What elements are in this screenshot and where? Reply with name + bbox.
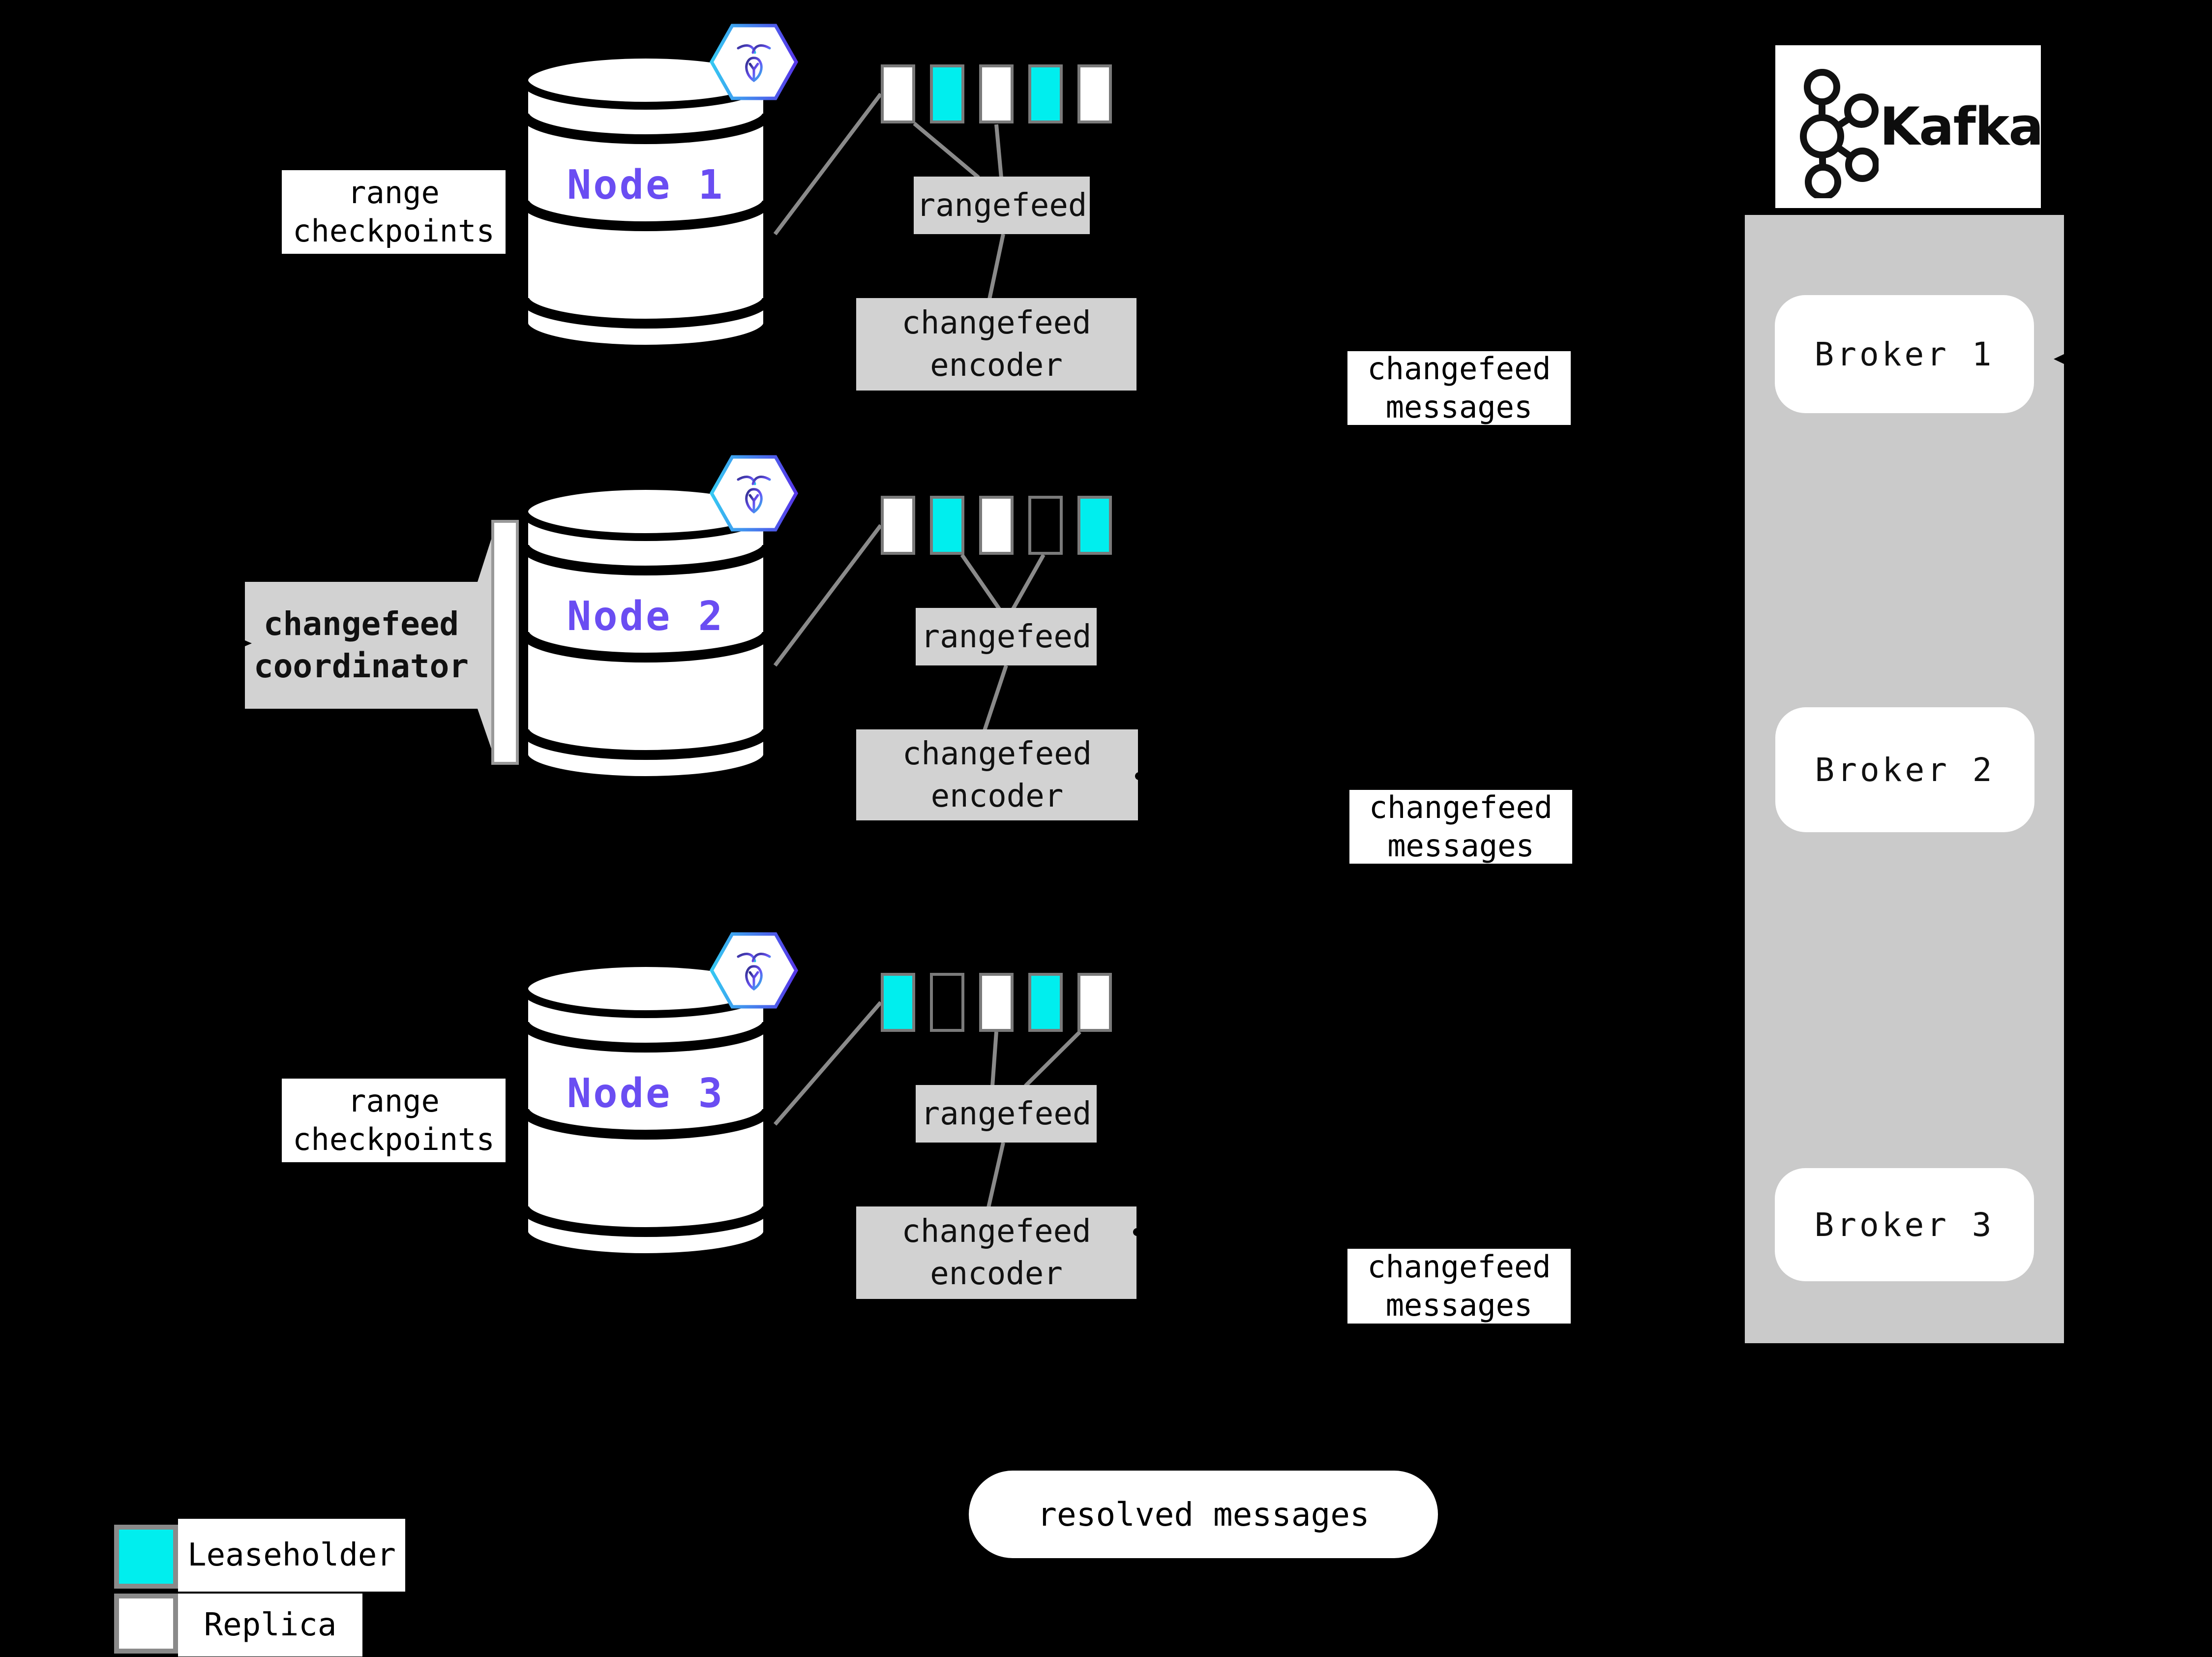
node1-range-squares [881, 64, 1112, 123]
node3-label: Node 3 [567, 1070, 725, 1117]
range-square-replica [1077, 64, 1112, 123]
range-checkpoints-line1: range [348, 1083, 440, 1119]
range-checkpoints-label-top: range checkpoints [282, 170, 506, 254]
node1-label: Node 1 [567, 161, 725, 209]
encoder-line2: encoder [930, 778, 1064, 814]
coordinator-callout-pointer [478, 525, 496, 761]
legend-leaseholder-swatch [114, 1525, 178, 1589]
node3-changefeed-encoder-box: changefeed encoder [856, 1206, 1136, 1299]
cockroachdb-icon [712, 934, 796, 1007]
encoder-line1: changefeed [901, 305, 1091, 341]
messages-line2: messages [1385, 389, 1533, 425]
range-square-leaseholder [1028, 973, 1063, 1032]
range-square-replica [979, 496, 1014, 555]
node1-rangefeed-box: rangefeed [914, 177, 1090, 234]
node3-rangefeed-box: rangefeed [916, 1085, 1097, 1143]
range-square-leaseholder [930, 496, 964, 555]
connector-lines-node3 [773, 1001, 1081, 1208]
encoder-line1: changefeed [902, 735, 1092, 772]
messages-line1: changefeed [1367, 1249, 1551, 1285]
coordinator-callout-strip [491, 520, 519, 765]
coordinator-line2: coordinator [253, 647, 469, 685]
connector-lines-node2 [773, 524, 1046, 731]
kafka-logo-box: Kafka [1775, 45, 2044, 208]
coordinator-line1: changefeed [263, 605, 459, 643]
range-square-replica [979, 973, 1014, 1032]
node1-changefeed-encoder-box: changefeed encoder [856, 298, 1136, 391]
changefeed-messages-label-2: changefeed messages [1349, 789, 1572, 864]
broker-1: Broker 1 [1775, 295, 2034, 413]
range-square-leaseholder [881, 973, 915, 1032]
node3-range-squares [881, 973, 1112, 1032]
encoder-line1: changefeed [901, 1213, 1091, 1250]
range-square-replica [881, 496, 915, 555]
kafka-logo-icon [1800, 69, 1879, 198]
range-square-empty [930, 973, 964, 1032]
legend-replica-swatch [114, 1594, 178, 1654]
range-checkpoints-line2: checkpoints [293, 1121, 495, 1157]
range-checkpoints-line1: range [348, 175, 440, 211]
changefeed-messages-label-1: changefeed messages [1347, 351, 1571, 425]
resolved-messages-pill: resolved messages [969, 1471, 1438, 1558]
broker-2: Broker 2 [1775, 707, 2034, 832]
legend-leaseholder-label: Leaseholder [178, 1519, 405, 1592]
range-checkpoints-label-bottom: range checkpoints [282, 1079, 506, 1162]
range-square-leaseholder [1028, 64, 1063, 123]
messages-line1: changefeed [1369, 789, 1553, 825]
messages-line2: messages [1387, 828, 1534, 864]
node2-rangefeed-box: rangefeed [916, 608, 1097, 665]
range-checkpoints-line2: checkpoints [293, 213, 495, 249]
cockroachdb-icon [712, 457, 796, 530]
range-square-empty [1028, 496, 1063, 555]
changefeed-coordinator-box: changefeed coordinator [245, 582, 478, 709]
range-square-replica [881, 64, 915, 123]
broker-3: Broker 3 [1775, 1168, 2034, 1281]
connector-lines-node1 [773, 92, 1005, 300]
range-square-leaseholder [930, 64, 964, 123]
changefeed-messages-label-3: changefeed messages [1347, 1249, 1571, 1324]
legend-replica-label: Replica [178, 1594, 362, 1657]
cockroachdb-icon [712, 26, 796, 98]
encoder-line2: encoder [930, 347, 1063, 384]
node2-range-squares [881, 496, 1112, 555]
node2-label: Node 2 [567, 593, 725, 640]
range-square-replica [979, 64, 1014, 123]
messages-line1: changefeed [1367, 351, 1551, 387]
kafka-wordmark: Kafka [1880, 96, 2044, 157]
node2-changefeed-encoder-box: changefeed encoder [856, 729, 1138, 820]
messages-line2: messages [1385, 1287, 1533, 1323]
encoder-line2: encoder [930, 1256, 1063, 1292]
range-square-replica [1077, 973, 1112, 1032]
range-square-leaseholder [1077, 496, 1112, 555]
